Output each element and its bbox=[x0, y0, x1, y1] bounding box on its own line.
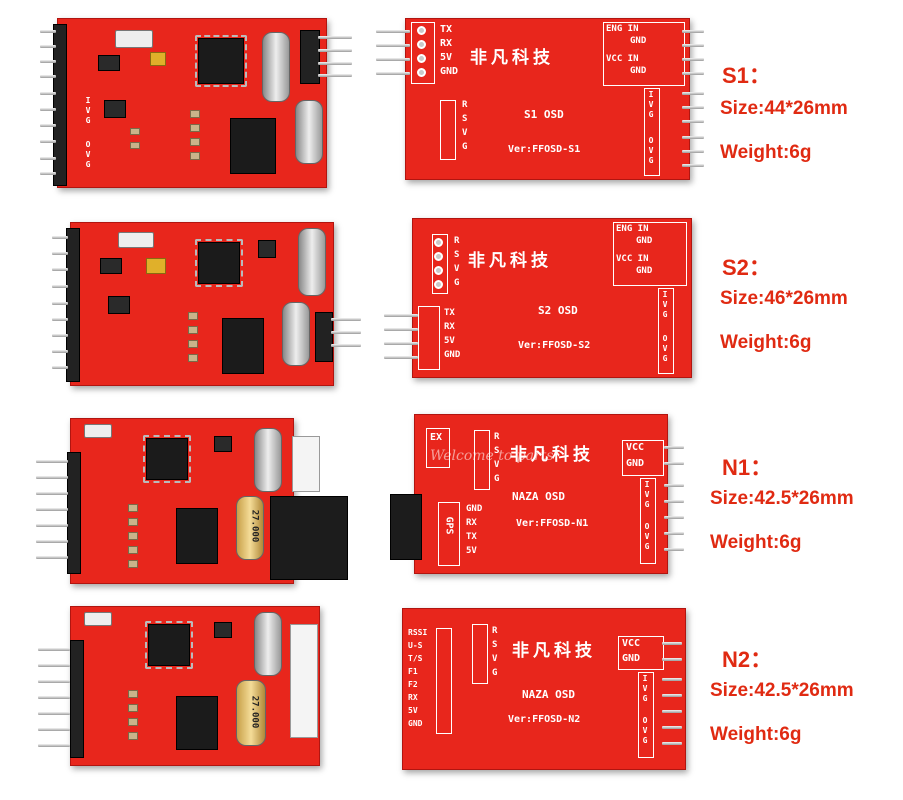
gps-label: GPS bbox=[443, 516, 455, 535]
pin-label: V bbox=[492, 654, 498, 664]
model-label: N2： bbox=[722, 647, 773, 672]
ext-label: EX bbox=[430, 432, 443, 443]
pin-label: T/S bbox=[408, 654, 423, 663]
weight-label: Weight:6g bbox=[710, 532, 802, 553]
model-label: N1： bbox=[722, 455, 773, 480]
size-label: Size:46*26mm bbox=[720, 288, 848, 309]
pin-label: GND bbox=[630, 66, 647, 76]
brand-logo: 非凡科技 bbox=[470, 48, 554, 68]
pin-label: S bbox=[492, 640, 498, 650]
pin-label: G bbox=[462, 142, 468, 152]
pin-label: GND bbox=[626, 458, 645, 469]
side-label: I bbox=[85, 96, 91, 105]
pin-label: G bbox=[494, 474, 500, 484]
pin-label: GND bbox=[630, 36, 647, 46]
pin-label: G bbox=[492, 668, 498, 678]
pin-label: S bbox=[494, 446, 500, 456]
pin-label: F1 bbox=[408, 667, 418, 676]
pin-label: G bbox=[454, 278, 460, 288]
pin-label: GND bbox=[408, 719, 423, 728]
brand-logo: 非凡科技 bbox=[468, 251, 552, 271]
pin-label: V bbox=[454, 264, 460, 274]
pin-label: RX bbox=[440, 38, 453, 49]
pin-label: S bbox=[462, 114, 468, 124]
osd-name: NAZA OSD bbox=[522, 688, 575, 701]
pin-label: V bbox=[494, 460, 500, 470]
brand-logo: 非凡科技 bbox=[512, 641, 596, 661]
pin-label: S bbox=[454, 250, 460, 260]
pin-label: R bbox=[492, 626, 498, 636]
pin-label: GND bbox=[440, 66, 459, 77]
crystal-label: 27.000 bbox=[249, 509, 260, 543]
pin-label: R bbox=[494, 432, 500, 442]
pin-label: U-S bbox=[408, 641, 423, 650]
pin-label: 5V bbox=[444, 336, 455, 346]
pin-label: R bbox=[454, 236, 460, 246]
model-label: S2： bbox=[722, 255, 771, 280]
pin-label: GND bbox=[622, 653, 641, 664]
pin-label: VCC IN bbox=[606, 54, 639, 64]
size-label: Size:42.5*26mm bbox=[710, 488, 854, 509]
pin-label: 5V bbox=[466, 546, 477, 556]
pin-label: RX bbox=[408, 693, 418, 702]
version-label: Ver:FFOSD-S1 bbox=[508, 144, 581, 155]
size-label: Size:42.5*26mm bbox=[710, 680, 854, 701]
model-label: S1： bbox=[722, 63, 771, 88]
pin-label: GND bbox=[636, 236, 653, 246]
pin-label: 5V bbox=[440, 52, 453, 63]
pin-label: GND bbox=[444, 350, 461, 360]
pin-label: ENG IN bbox=[616, 224, 649, 234]
osd-name: NAZA OSD bbox=[512, 490, 565, 503]
pin-label: TX bbox=[466, 532, 477, 542]
weight-label: Weight:6g bbox=[720, 332, 812, 353]
weight-label: Weight:6g bbox=[710, 724, 802, 745]
osd-name: S2 OSD bbox=[538, 304, 578, 317]
crystal-label: 27.000 bbox=[249, 695, 260, 729]
size-label: Size:44*26mm bbox=[720, 98, 848, 119]
pin-label: VCC bbox=[622, 638, 641, 649]
weight-label: Weight:6g bbox=[720, 142, 812, 163]
pin-label: 5V bbox=[408, 706, 418, 715]
pin-label: TX bbox=[440, 24, 453, 35]
pin-label: GND bbox=[636, 266, 653, 276]
pin-label: VCC bbox=[626, 442, 645, 453]
version-label: Ver:FFOSD-S2 bbox=[518, 340, 591, 351]
pin-label: ENG IN bbox=[606, 24, 639, 34]
pin-label: F2 bbox=[408, 680, 418, 689]
version-label: Ver:FFOSD-N2 bbox=[508, 714, 581, 725]
pin-label: R bbox=[462, 100, 468, 110]
pin-label: VCC IN bbox=[616, 254, 649, 264]
brand-logo: 非凡科技 bbox=[510, 445, 594, 465]
pin-label: TX bbox=[444, 308, 455, 318]
version-label: Ver:FFOSD-N1 bbox=[516, 518, 589, 529]
pin-label: RX bbox=[466, 518, 477, 528]
pin-label: V bbox=[462, 128, 468, 138]
watermark: Welcome to parts bbox=[430, 448, 554, 464]
osd-name: S1 OSD bbox=[524, 108, 564, 121]
pin-label: GND bbox=[466, 504, 483, 514]
pin-label: RX bbox=[444, 322, 455, 332]
pin-label: RSSI bbox=[408, 628, 428, 637]
